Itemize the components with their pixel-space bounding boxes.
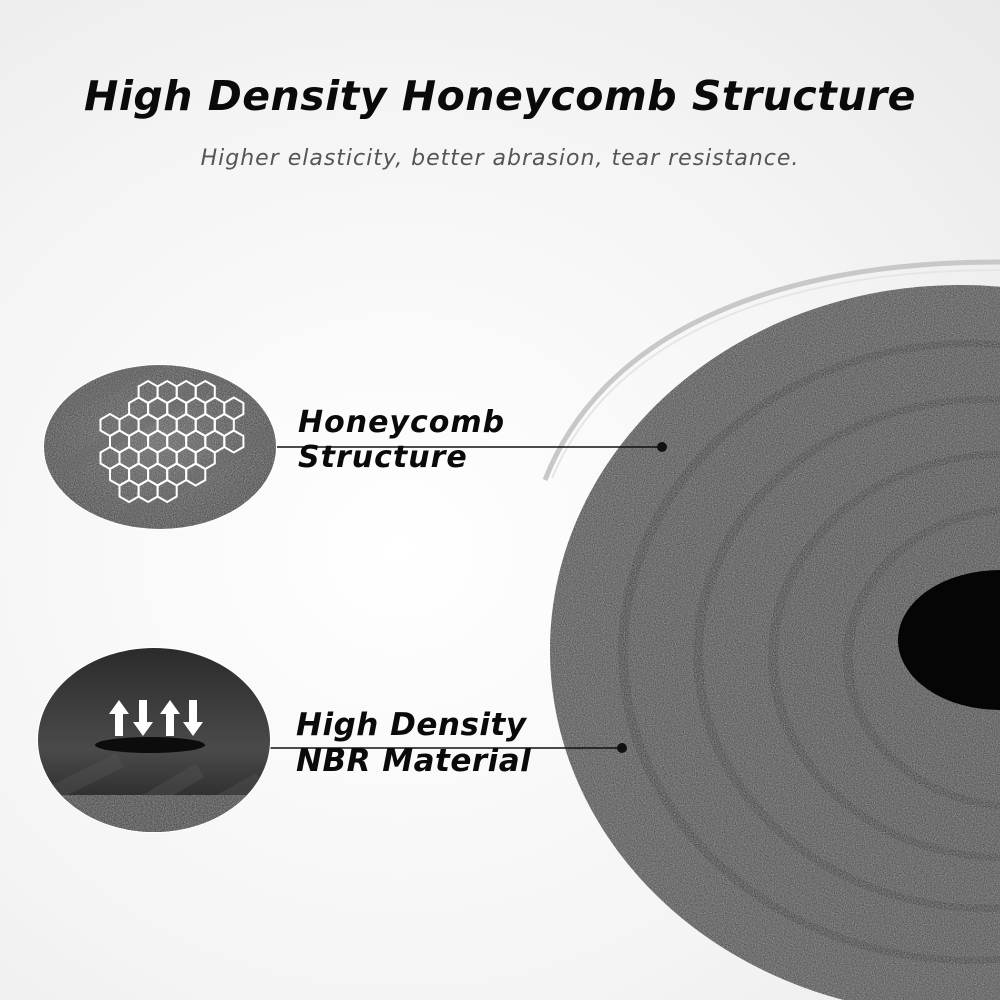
honeycomb-callout-line2: Structure	[298, 439, 468, 475]
mat-edge-highlight-arc	[542, 259, 1000, 481]
honeycomb-pattern-icon	[99, 379, 245, 504]
nbr-callout-line1: High Density	[296, 707, 527, 743]
compression-arrows-icon	[109, 700, 203, 736]
page-subtitle: Higher elasticity, better abrasion, tear…	[200, 146, 800, 171]
honeycomb-detail-circle	[43, 364, 277, 530]
honeycomb-cell	[185, 462, 207, 487]
nbr-leader-dot	[617, 743, 627, 753]
honeycomb-cell	[223, 429, 245, 454]
mat-core-hole	[898, 570, 1000, 710]
honeycomb-callout-label: Honeycomb Structure	[298, 405, 506, 475]
nbr-detail-circle	[37, 647, 271, 833]
honeycomb-callout-line1: Honeycomb	[298, 405, 506, 440]
honeycomb-cell	[156, 478, 178, 504]
nbr-callout-label: High Density NBR Material	[296, 707, 532, 779]
nbr-callout-line2: NBR Material	[296, 742, 532, 779]
mat-edge-highlight-arc-inner	[551, 269, 1000, 479]
honeycomb-leader-dot	[657, 442, 667, 452]
page-title: High Density Honeycomb Structure	[84, 72, 916, 120]
